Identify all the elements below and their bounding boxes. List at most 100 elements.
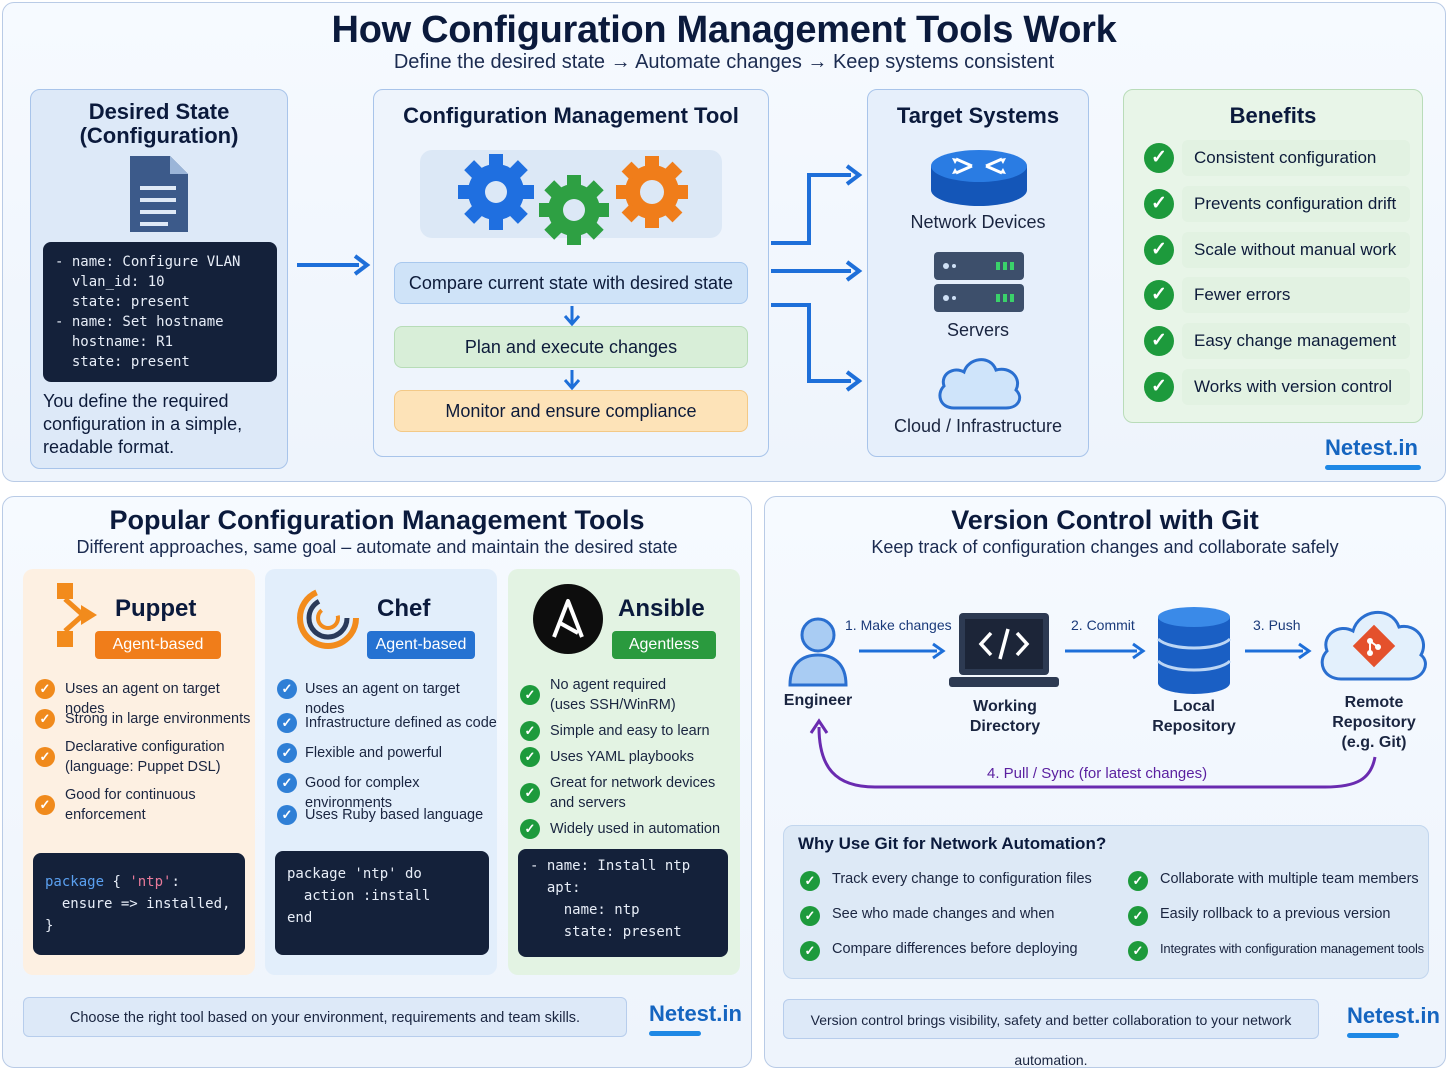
benefit-label: Easy change management xyxy=(1182,323,1410,360)
person-icon xyxy=(788,617,848,687)
check-circle-icon: ✓ xyxy=(35,679,55,699)
arrow-to-tool xyxy=(297,254,371,276)
server-icon xyxy=(934,252,1024,312)
benefit-label: Scale without manual work xyxy=(1182,231,1410,268)
why-git-box: Why Use Git for Network Automation? ✓Tra… xyxy=(783,825,1429,979)
tool-feature: Declarative configuration (language: Pup… xyxy=(65,739,225,775)
check-circle-icon: ✓ xyxy=(1144,280,1174,311)
git-title: Version Control with Git xyxy=(951,505,1259,535)
why-git-item: See who made changes and when xyxy=(832,906,1055,922)
check-circle-icon: ✓ xyxy=(800,941,820,961)
brand-underline-git xyxy=(1347,1033,1399,1038)
tool-feature: Great for network devices and servers xyxy=(550,775,716,811)
check-circle-icon: ✓ xyxy=(277,805,297,825)
tool-feature: Uses an agent on target nodes xyxy=(305,681,460,717)
git-node-engineer: Engineer xyxy=(783,692,853,709)
brand-underline-top xyxy=(1325,465,1421,470)
benefits-title: Benefits xyxy=(1229,103,1317,128)
benefits-card: Benefits ✓ Consistent configuration ✓ Preve… xyxy=(1123,89,1423,423)
check-circle-icon: ✓ xyxy=(35,795,55,815)
page-subtitle: Define the desired state → Automate chan… xyxy=(393,51,1055,73)
benefit-label: Prevents configuration drift xyxy=(1182,185,1410,222)
arrows-to-targets xyxy=(771,164,863,392)
chef-badge: Agent-based xyxy=(367,631,475,659)
tool-feature: Simple and easy to learn xyxy=(550,723,710,739)
down-arrow-1 xyxy=(563,306,581,327)
why-git-item: Integrates with configuration management… xyxy=(1160,941,1424,956)
git-node-local-repo: Local Repository xyxy=(1152,698,1236,735)
step-compare: Compare current state with desired state xyxy=(394,262,748,304)
git-icon xyxy=(1320,610,1427,681)
check-circle-icon: ✓ xyxy=(800,871,820,891)
desired-state-title-1: Desired State xyxy=(88,99,230,124)
check-circle-icon: ✓ xyxy=(520,721,540,741)
git-step-make-changes: 1. Make changes xyxy=(845,617,952,633)
check-circle-icon: ✓ xyxy=(35,747,55,767)
down-arrow-2 xyxy=(563,370,581,391)
tool-feature: Uses YAML playbooks xyxy=(550,749,694,765)
desired-state-description: You define the required configuration in… xyxy=(43,391,243,457)
check-circle-icon: ✓ xyxy=(520,783,540,803)
tool-feature: No agent required (uses SSH/WinRM) xyxy=(550,677,676,713)
tool-feature: Flexible and powerful xyxy=(305,745,443,761)
tool-feature: Strong in large environments xyxy=(65,711,251,727)
target-systems-card: Target Systems Network Devices Servers C… xyxy=(867,89,1089,457)
cm-tool-card: Configuration Management Tool xyxy=(373,89,769,457)
chef-name: Chef xyxy=(377,595,431,622)
page-title: How Configuration Management Tools Work xyxy=(331,9,1117,51)
document-icon xyxy=(130,156,188,232)
ansible-code: - name: Install ntp apt: name: ntp state… xyxy=(518,849,728,957)
brand-logo-tools[interactable]: Netest.in xyxy=(649,1001,742,1026)
check-circle-icon: ✓ xyxy=(1144,372,1174,402)
benefit-label: Works with version control xyxy=(1182,369,1410,405)
git-step-commit: 2. Commit xyxy=(1071,617,1135,633)
puppet-name: Puppet xyxy=(115,595,197,622)
popular-tools-panel: Popular Configuration Management Tools D… xyxy=(2,496,752,1068)
check-circle-icon: ✓ xyxy=(520,819,540,839)
cm-tool-title: Configuration Management Tool xyxy=(403,103,739,128)
tool-feature: Uses Ruby based language xyxy=(305,807,484,823)
arrow-push xyxy=(1245,642,1312,660)
check-circle-icon: ✓ xyxy=(1144,143,1174,173)
why-git-item: Easily rollback to a previous version xyxy=(1160,906,1391,922)
tool-feature: Widely used in automation xyxy=(550,821,721,837)
ansible-card: Ansible Agentless ✓ No agent required (us… xyxy=(508,569,740,975)
check-circle-icon: ✓ xyxy=(520,747,540,767)
popular-tools-subtitle: Different approaches, same goal – automa… xyxy=(76,537,678,557)
check-circle-icon: ✓ xyxy=(800,906,820,926)
brand-logo-top[interactable]: Netest.in xyxy=(1325,435,1418,460)
ansible-logo-icon xyxy=(533,584,603,654)
top-panel: How Configuration Management Tools Work … xyxy=(2,2,1446,482)
chef-code: package 'ntp' do action :install end xyxy=(275,851,489,955)
check-circle-icon: ✓ xyxy=(1128,906,1148,926)
check-circle-icon: ✓ xyxy=(1144,326,1174,357)
arrow-commit xyxy=(1065,642,1146,660)
brand-underline-tools xyxy=(649,1031,701,1036)
puppet-badge: Agent-based xyxy=(95,631,221,659)
ansible-name: Ansible xyxy=(618,595,705,622)
check-circle-icon: ✓ xyxy=(1128,941,1148,961)
tool-feature: Good for complex environments xyxy=(305,775,420,811)
why-git-item: Track every change to configuration file… xyxy=(832,871,1092,887)
brand-logo-git[interactable]: Netest.in xyxy=(1347,1003,1440,1028)
git-node-working-dir: Working Directory xyxy=(969,698,1041,735)
chef-logo-icon xyxy=(297,587,359,649)
benefit-label: Consistent configuration xyxy=(1182,140,1410,176)
check-circle-icon: ✓ xyxy=(277,743,297,763)
ansible-badge: Agentless xyxy=(612,631,716,659)
target-systems-title: Target Systems xyxy=(896,103,1060,128)
popular-footer: Choose the right tool based on your envi… xyxy=(23,997,627,1037)
why-git-item: Collaborate with multiple team members xyxy=(1160,871,1419,887)
router-icon xyxy=(931,150,1027,206)
tool-feature: Uses an agent on target nodes xyxy=(65,681,220,717)
benefit-label: Fewer errors xyxy=(1182,277,1410,314)
git-footer: Version control brings visibility, safet… xyxy=(783,999,1319,1068)
tool-feature: Infrastructure defined as code xyxy=(305,715,497,731)
git-step-pull-sync: 4. Pull / Sync (for latest changes) xyxy=(987,765,1208,782)
git-panel: Version Control with Git Keep track of c… xyxy=(764,496,1446,1068)
target-servers: Servers xyxy=(946,320,1009,340)
check-circle-icon: ✓ xyxy=(35,709,55,729)
laptop-code-icon xyxy=(949,613,1059,687)
why-git-item: Compare differences before deploying xyxy=(832,941,1078,957)
arrow-pull-sync xyxy=(809,718,1377,789)
